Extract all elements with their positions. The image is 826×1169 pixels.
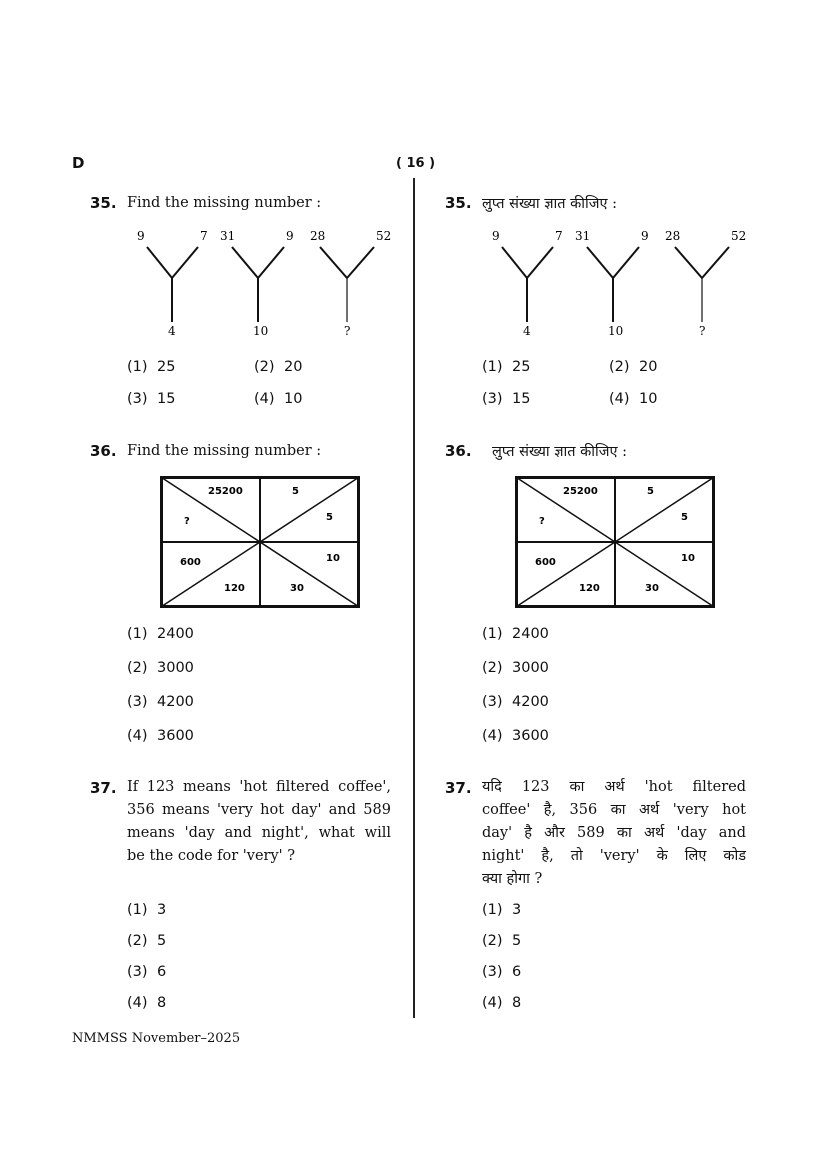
q36-option-1-hi[interactable]: (1)2400 <box>482 626 549 642</box>
svg-text:4: 4 <box>523 324 531 338</box>
column-divider <box>413 178 415 1018</box>
grid-top-left-lower: ? <box>184 516 190 527</box>
q36-number-hi: 36. <box>445 442 472 460</box>
svg-text:600: 600 <box>535 557 556 568</box>
q36-option-4[interactable]: (4)3600 <box>127 728 194 744</box>
svg-text:52: 52 <box>731 229 746 243</box>
q36-option-2[interactable]: (2)3000 <box>127 660 194 676</box>
svg-text:7: 7 <box>555 229 563 243</box>
svg-text:5: 5 <box>681 512 688 523</box>
q35-option-2[interactable]: (2)20 <box>254 359 303 375</box>
q35-option-3-hi[interactable]: (3)15 <box>482 391 531 407</box>
q37-option-1-hi[interactable]: (1)3 <box>482 902 522 918</box>
q35-option-3[interactable]: (3)15 <box>127 391 176 407</box>
q36-option-3[interactable]: (3)4200 <box>127 694 194 710</box>
svg-text:25200: 25200 <box>563 486 598 497</box>
q36-option-3-hi[interactable]: (3)4200 <box>482 694 549 710</box>
fig2-right: 9 <box>286 229 294 243</box>
grid-bottom-left-upper: 600 <box>180 557 201 568</box>
fig3-right: 52 <box>376 229 391 243</box>
q36-text-hi: लुप्त संख्या ज्ञात कीजिए : <box>492 444 628 460</box>
svg-text:10: 10 <box>681 553 695 564</box>
fig3-bottom: ? <box>344 324 350 338</box>
q37-number: 37. <box>90 779 117 797</box>
q35-number-hi: 35. <box>445 194 472 212</box>
q35-text-hi: लुप्त संख्या ज्ञात कीजिए : <box>482 196 618 212</box>
grid-bottom-right-upper: 10 <box>326 553 340 564</box>
svg-text:30: 30 <box>645 583 659 594</box>
q37-option-3-hi[interactable]: (3)6 <box>482 964 522 980</box>
svg-text:?: ? <box>539 516 545 527</box>
q37-option-1[interactable]: (1)3 <box>127 902 167 918</box>
q35-option-4-hi[interactable]: (4)10 <box>609 391 658 407</box>
q37-option-2[interactable]: (2)5 <box>127 933 167 949</box>
q35-number: 35. <box>90 194 117 212</box>
footer-exam-name: NMMSS November–2025 <box>72 1031 241 1046</box>
y-figure-2-hi: 31 9 10 <box>575 229 649 338</box>
fig1-bottom: 4 <box>168 324 176 338</box>
q37-option-4[interactable]: (4)8 <box>127 995 167 1011</box>
q36-number: 36. <box>90 442 117 460</box>
q35-option-1-hi[interactable]: (1)25 <box>482 359 531 375</box>
fig1-right: 7 <box>200 229 208 243</box>
q35-option-4[interactable]: (4)10 <box>254 391 303 407</box>
svg-text:9: 9 <box>492 229 500 243</box>
q37-text-hi: यदि 123 का अर्थ 'hot filtered coffee' है… <box>482 779 746 887</box>
q35-option-1[interactable]: (1)25 <box>127 359 176 375</box>
q36-option-4-hi[interactable]: (4)3600 <box>482 728 549 744</box>
q35-figures-hi: 9 7 4 31 9 10 28 52 ? <box>492 229 746 338</box>
svg-text:?: ? <box>699 324 705 338</box>
svg-text:9: 9 <box>641 229 649 243</box>
q36-option-2-hi[interactable]: (2)3000 <box>482 660 549 676</box>
q35-text: Find the missing number : <box>127 195 322 211</box>
svg-text:10: 10 <box>608 324 623 338</box>
page-number: ( 16 ) <box>396 156 436 171</box>
fig1-left: 9 <box>137 229 145 243</box>
y-figure-3-hi: 28 52 ? <box>665 229 746 338</box>
q36-grid-hi: 25200 ? 5 5 600 120 10 30 <box>515 476 715 608</box>
grid-top-right-upper: 5 <box>292 486 299 497</box>
y-figure-1: 9 7 4 <box>137 229 208 338</box>
svg-text:5: 5 <box>647 486 654 497</box>
q36-text: Find the missing number : <box>127 443 322 459</box>
section-letter: D <box>72 154 85 172</box>
svg-text:31: 31 <box>575 229 590 243</box>
grid-top-right-lower: 5 <box>326 512 333 523</box>
q37-option-3[interactable]: (3)6 <box>127 964 167 980</box>
svg-text:120: 120 <box>579 583 600 594</box>
q37-number-hi: 37. <box>445 779 472 797</box>
y-figure-1-hi: 9 7 4 <box>492 229 563 338</box>
fig2-bottom: 10 <box>253 324 268 338</box>
q37-text: If 123 means 'hot filtered coffee', 356 … <box>127 779 391 864</box>
fig3-left: 28 <box>310 229 325 243</box>
q36-option-1[interactable]: (1)2400 <box>127 626 194 642</box>
q35-figures: 9 7 4 31 9 10 28 52 ? <box>137 229 391 338</box>
svg-text:28: 28 <box>665 229 680 243</box>
y-figure-3: 28 52 ? <box>310 229 391 338</box>
y-figure-2: 31 9 10 <box>220 229 294 338</box>
grid-top-left-upper: 25200 <box>208 486 243 497</box>
q37-option-2-hi[interactable]: (2)5 <box>482 933 522 949</box>
fig2-left: 31 <box>220 229 235 243</box>
q36-grid: 25200 ? 5 5 600 120 10 30 <box>160 476 360 608</box>
q35-option-2-hi[interactable]: (2)20 <box>609 359 658 375</box>
grid-bottom-left-lower: 120 <box>224 583 245 594</box>
q37-option-4-hi[interactable]: (4)8 <box>482 995 522 1011</box>
grid-bottom-right-lower: 30 <box>290 583 304 594</box>
